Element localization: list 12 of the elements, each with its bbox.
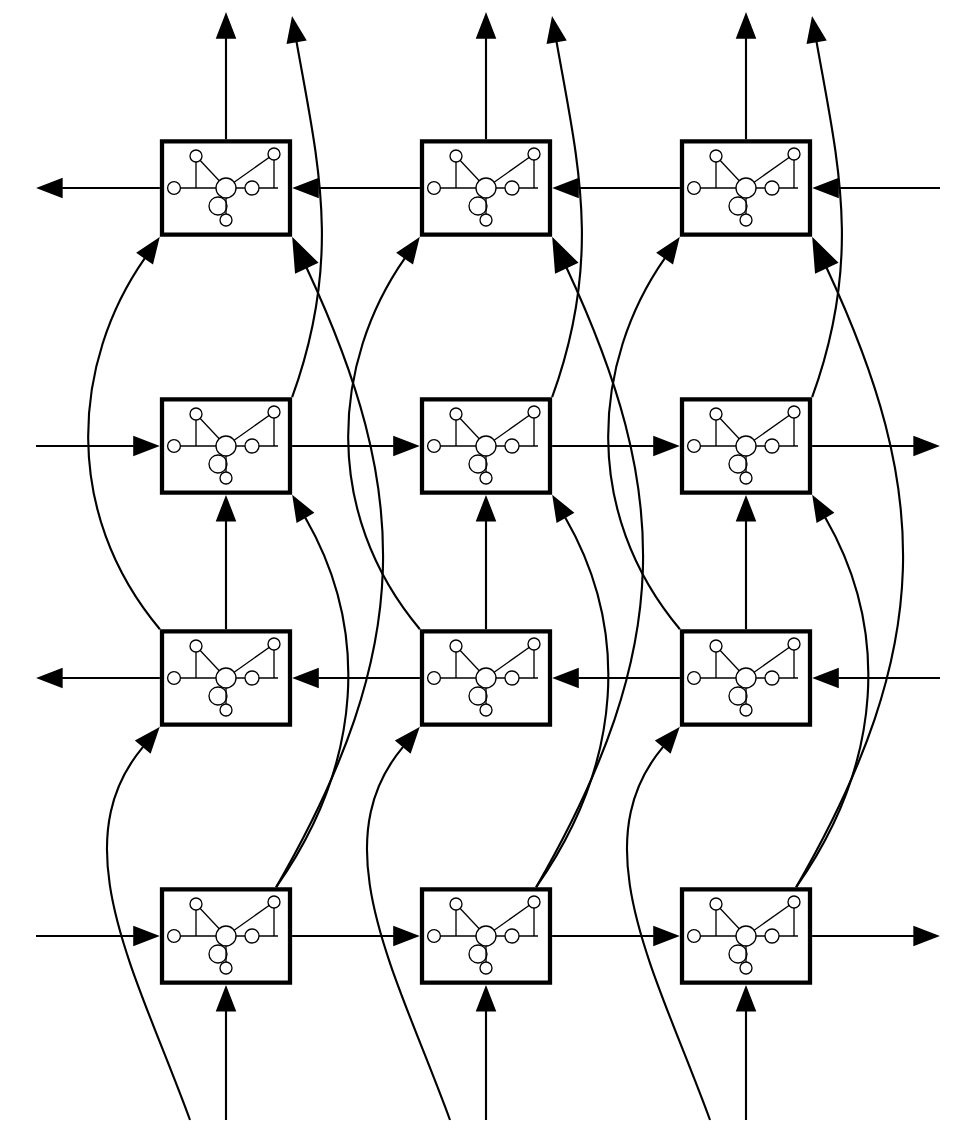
lstm-cell — [419, 629, 553, 727]
lstm-cell — [419, 887, 553, 985]
lstm-cell — [159, 629, 293, 727]
lstm-cell — [159, 397, 293, 495]
lstm-cell — [419, 397, 553, 495]
lstm-cell — [419, 139, 553, 237]
lstm-cell — [159, 887, 293, 985]
lstm-cell — [679, 139, 813, 237]
lstm-cell — [159, 139, 293, 237]
lstm-cell — [679, 887, 813, 985]
lstm-cell — [679, 397, 813, 495]
lstm-cell — [679, 629, 813, 727]
